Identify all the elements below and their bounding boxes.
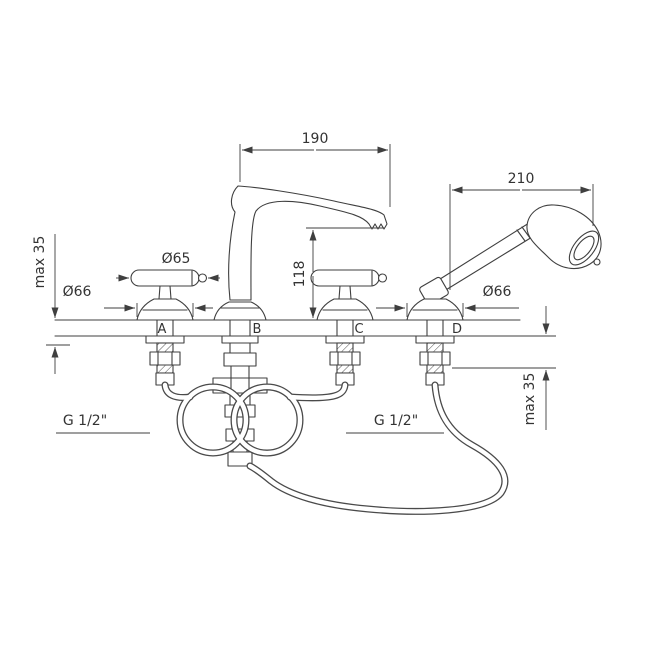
dimension-max-deck-right: max 35 — [452, 306, 556, 430]
hoses-outline — [161, 381, 509, 515]
dim-label-max35-left: max 35 — [32, 236, 48, 289]
hoses-core — [162, 382, 508, 514]
deck-surface — [54, 319, 521, 337]
dimension-spout-height: 118 — [292, 227, 384, 318]
hole-label-b: B — [253, 322, 262, 337]
dim-label-d65: Ø65 — [162, 251, 191, 267]
dim-label-118: 118 — [292, 261, 308, 288]
dimension-spout-reach: 190 — [239, 131, 391, 207]
hole-label-d: D — [452, 322, 462, 337]
mounting-hardware-a — [145, 335, 185, 386]
dimension-base-diameter-left: Ø66 — [63, 284, 213, 317]
hole-label-c: C — [354, 322, 363, 337]
hole-labels: A B C D — [158, 322, 462, 337]
spout-b — [213, 185, 388, 321]
thread-callout-right: G 1/2" — [346, 413, 444, 434]
dimension-max-deck-left: max 35 — [32, 234, 70, 374]
dimension-base-diameter-right: Ø66 — [376, 284, 519, 317]
handle-c — [310, 269, 388, 321]
handle-a — [130, 269, 208, 321]
mounting-hardware-c — [325, 335, 365, 386]
thread-callout-left: G 1/2" — [56, 413, 150, 434]
dim-label-190: 190 — [302, 131, 329, 147]
mounting-hardware-d — [415, 335, 455, 386]
thread-label-left: G 1/2" — [63, 413, 107, 429]
dimension-handle-diameter: Ø65 — [116, 251, 220, 282]
dimension-shower-length: 210 — [449, 171, 594, 290]
hole-label-a: A — [158, 322, 167, 337]
dim-label-d66-left: Ø66 — [63, 284, 92, 300]
dim-label-210: 210 — [508, 171, 535, 187]
thread-label-right: G 1/2" — [374, 413, 418, 429]
dim-label-d66-right: Ø66 — [483, 284, 512, 300]
dim-label-max35-right: max 35 — [522, 373, 538, 426]
hand-shower-d — [406, 204, 602, 321]
